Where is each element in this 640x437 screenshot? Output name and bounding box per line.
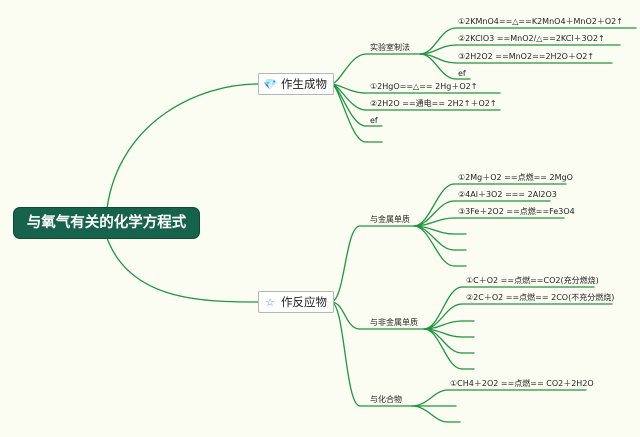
topic-product-label: 作生成物: [281, 77, 327, 91]
lab-item-ef[interactable]: ef: [458, 69, 466, 78]
lab-equation-1[interactable]: ①2KMnO4==△==K2MnO4＋MnO2＋O2↑: [458, 17, 623, 26]
connector-product-lab: [330, 53, 367, 85]
connector-lab-4: [419, 53, 457, 80]
connector-compound-1: [411, 389, 449, 407]
product-equation-2[interactable]: ②2H2O ==通电== 2H2↑＋O2↑: [370, 99, 497, 108]
connector-root-product: [106, 83, 259, 209]
product-equation-1[interactable]: ①2HgO==△== 2Hg＋O2↑: [370, 82, 478, 91]
nonmetal-equation-1[interactable]: ①C＋O2 ==点燃==CO2(充分燃烧): [466, 276, 599, 285]
subtopic-metal[interactable]: 与金属单质: [370, 215, 410, 224]
subtopic-nonmetal[interactable]: 与非金属单质: [370, 318, 418, 327]
nonmetal-equation-2[interactable]: ②2C＋O2 ==点燃== 2CO(不充分燃烧): [466, 293, 615, 302]
connector-reactant-nonmetal: [330, 301, 361, 330]
topic-product[interactable]: 💎 作生成物: [258, 73, 334, 95]
connector-lab-1: [419, 27, 457, 55]
root-topic[interactable]: 与氧气有关的化学方程式: [14, 208, 199, 238]
connector-nonmetal-6: [423, 328, 463, 370]
topic-reactant-label: 作反应物: [281, 295, 327, 309]
diamond-icon: 💎: [263, 78, 277, 91]
connector-metal-1: [413, 183, 455, 227]
lab-equation-3[interactable]: ③2H2O2 ==MnO2==2H2O＋O2↑: [458, 52, 595, 61]
connector-root-reactant: [106, 237, 259, 303]
metal-equation-1[interactable]: ①2Mg＋O2 ==点燃== 2MgO: [458, 173, 573, 182]
connector-nonmetal-1: [423, 286, 463, 330]
topic-reactant[interactable]: ☆ 作反应物: [258, 291, 334, 313]
lab-equation-2[interactable]: ②2KClO3 ==MnO2/△==2KCl＋3O2↑: [458, 34, 605, 43]
connector-metal-6: [413, 225, 455, 267]
connector-reactant-compound: [330, 301, 361, 407]
compound-equation-1[interactable]: ①CH4＋2O2 ==点燃== CO2＋2H2O: [450, 379, 594, 388]
product-item-ef[interactable]: ef: [370, 116, 378, 125]
metal-equation-2[interactable]: ②4Al＋3O2 === 2Al2O3: [458, 190, 557, 199]
subtopic-lab-method[interactable]: 实验室制法: [370, 43, 410, 52]
connector-compound-3: [411, 405, 449, 423]
metal-equation-3[interactable]: ③3Fe＋2O2 ==点燃==Fe3O4: [458, 207, 575, 216]
star-icon: ☆: [265, 296, 275, 309]
connector-reactant-metal: [330, 225, 361, 303]
subtopic-compound[interactable]: 与化合物: [370, 395, 402, 404]
